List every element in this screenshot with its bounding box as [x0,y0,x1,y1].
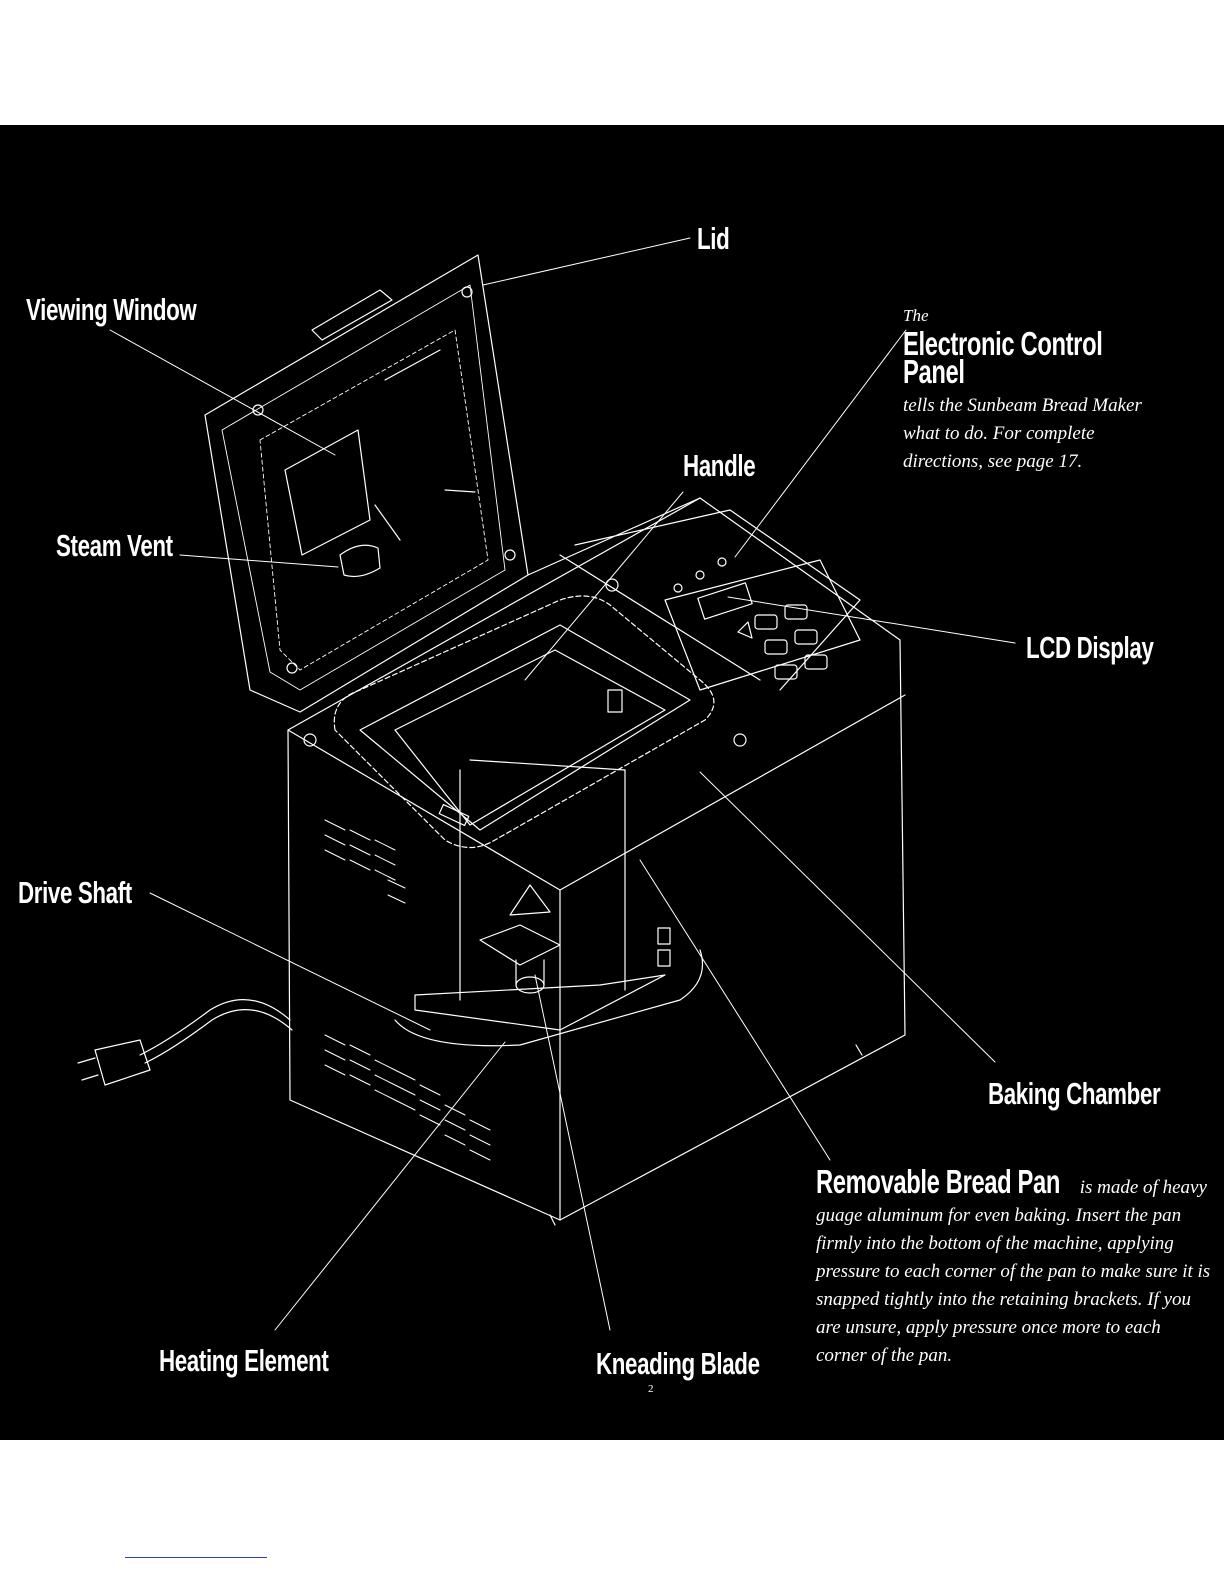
baking-chamber-outline [334,596,714,1046]
label-drive-shaft: Drive Shaft [18,877,132,908]
lid-outline [205,255,528,712]
label-heating-element: Heating Element [159,1345,328,1376]
bread-pan-text: is made of heavy guage aluminum for even… [816,1177,1210,1366]
housing-outline [288,498,905,1225]
control-panel-prefix: The [903,306,929,325]
footer-rule [125,1557,267,1558]
bread-pan-description: Removable Bread Pan is made of heavy gua… [816,1168,1211,1370]
control-panel-text: tells the Sunbeam Bread Maker what to do… [903,395,1142,472]
page-number: 2 [648,1383,654,1395]
label-lid: Lid [697,223,729,254]
control-panel-description: The Electronic Control Panel tells the S… [903,302,1178,476]
label-steam-vent: Steam Vent [56,530,173,561]
label-kneading-blade: Kneading Blade [596,1348,760,1379]
power-cord [78,1000,292,1085]
steam-vent-shape [340,545,380,576]
bread-pan-title: Removable Bread Pan [816,1168,1060,1196]
label-baking-chamber: Baking Chamber [988,1078,1160,1109]
label-handle: Handle [683,450,755,481]
label-lcd-display: LCD Display [1026,632,1154,663]
vent-slots [325,820,490,1160]
kneading-blade-shape [510,885,550,915]
control-panel-title: Electronic Control Panel [903,330,1159,386]
label-viewing-window: Viewing Window [26,294,196,325]
